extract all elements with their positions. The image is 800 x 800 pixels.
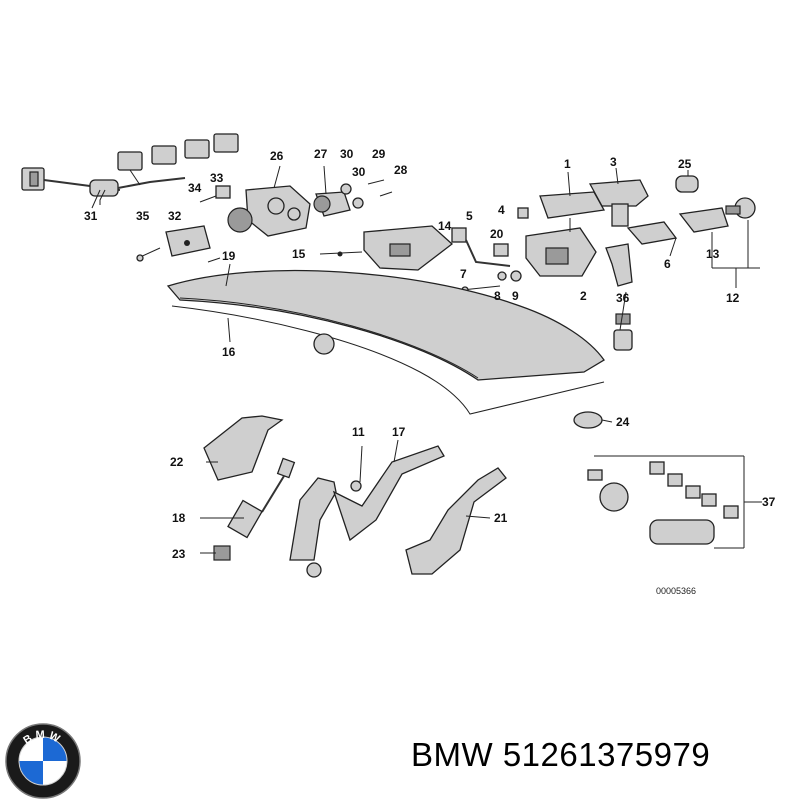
callout-6: 6 (664, 257, 671, 271)
callout-21: 21 (494, 511, 508, 525)
callout-16: 16 (222, 345, 236, 359)
callout-29: 29 (372, 147, 386, 161)
callout-36: 36 (616, 291, 630, 305)
part-16-seal (171, 305, 605, 415)
part-13-lock-cylinder (626, 197, 756, 245)
callout-labels: 31 26 27 30 29 30 28 34 33 35 32 14 15 5… (84, 147, 776, 596)
svg-text:BMW: BMW (21, 729, 64, 747)
callout-24: 24 (616, 415, 630, 429)
bmw-logo: BMW (5, 723, 81, 799)
callout-11: 11 (352, 425, 365, 439)
part-14-lock-actuator (319, 225, 467, 271)
part-3-striker (588, 175, 699, 227)
callout-35: 35 (136, 209, 150, 223)
callout-34: 34 (188, 181, 202, 195)
callout-37: 37 (762, 495, 776, 509)
callout-31: 31 (84, 209, 98, 223)
callout-30b: 30 (352, 165, 366, 179)
callout-20: 20 (490, 227, 504, 241)
callout-2: 2 (580, 289, 587, 303)
part-32-bracket (136, 225, 211, 262)
callout-22: 22 (170, 455, 184, 469)
callout-5: 5 (466, 209, 473, 223)
callout-3: 3 (610, 155, 617, 169)
part-24-plug (573, 411, 603, 429)
callout-27: 27 (314, 147, 328, 161)
callout-19: 19 (222, 249, 236, 263)
callout-14: 14 (438, 219, 452, 233)
callout-28: 28 (394, 163, 408, 177)
part-1-2-trunk-latch (517, 191, 606, 277)
part-27-cap (313, 179, 393, 217)
callout-12: 12 (726, 291, 740, 305)
callout-13: 13 (706, 247, 720, 261)
callout-26: 26 (270, 149, 284, 163)
callout-8: 8 (494, 289, 501, 303)
part-26-latch-actuator (199, 185, 311, 237)
logo-text: BMW (21, 729, 61, 747)
part-18-gas-strut (213, 457, 296, 561)
part-17-hinge (289, 445, 445, 578)
callout-30a: 30 (340, 147, 354, 161)
part-number-label: BMW 51261375979 (411, 736, 711, 773)
part-21-hinge-arm (405, 467, 507, 575)
callout-17: 17 (392, 425, 406, 439)
diagram-code: 00005366 (656, 586, 696, 596)
callout-7: 7 (460, 267, 467, 281)
leader-lines (91, 165, 762, 554)
callout-32: 32 (168, 209, 182, 223)
callout-25: 25 (678, 157, 692, 171)
callout-23: 23 (172, 547, 186, 561)
callout-9: 9 (512, 289, 519, 303)
wiring-harness-part-31 (21, 133, 239, 205)
part-37-lock-set (587, 461, 739, 545)
callout-15: 15 (292, 247, 306, 261)
part-19-trunk-lid (166, 269, 605, 381)
part-36-bracket (605, 243, 633, 351)
callout-4: 4 (498, 203, 505, 217)
callout-1: 1 (564, 157, 571, 171)
part-22-hinge-cover (203, 415, 284, 481)
callout-33: 33 (210, 171, 224, 185)
callout-18: 18 (172, 511, 186, 525)
part-5-rod (461, 239, 522, 294)
